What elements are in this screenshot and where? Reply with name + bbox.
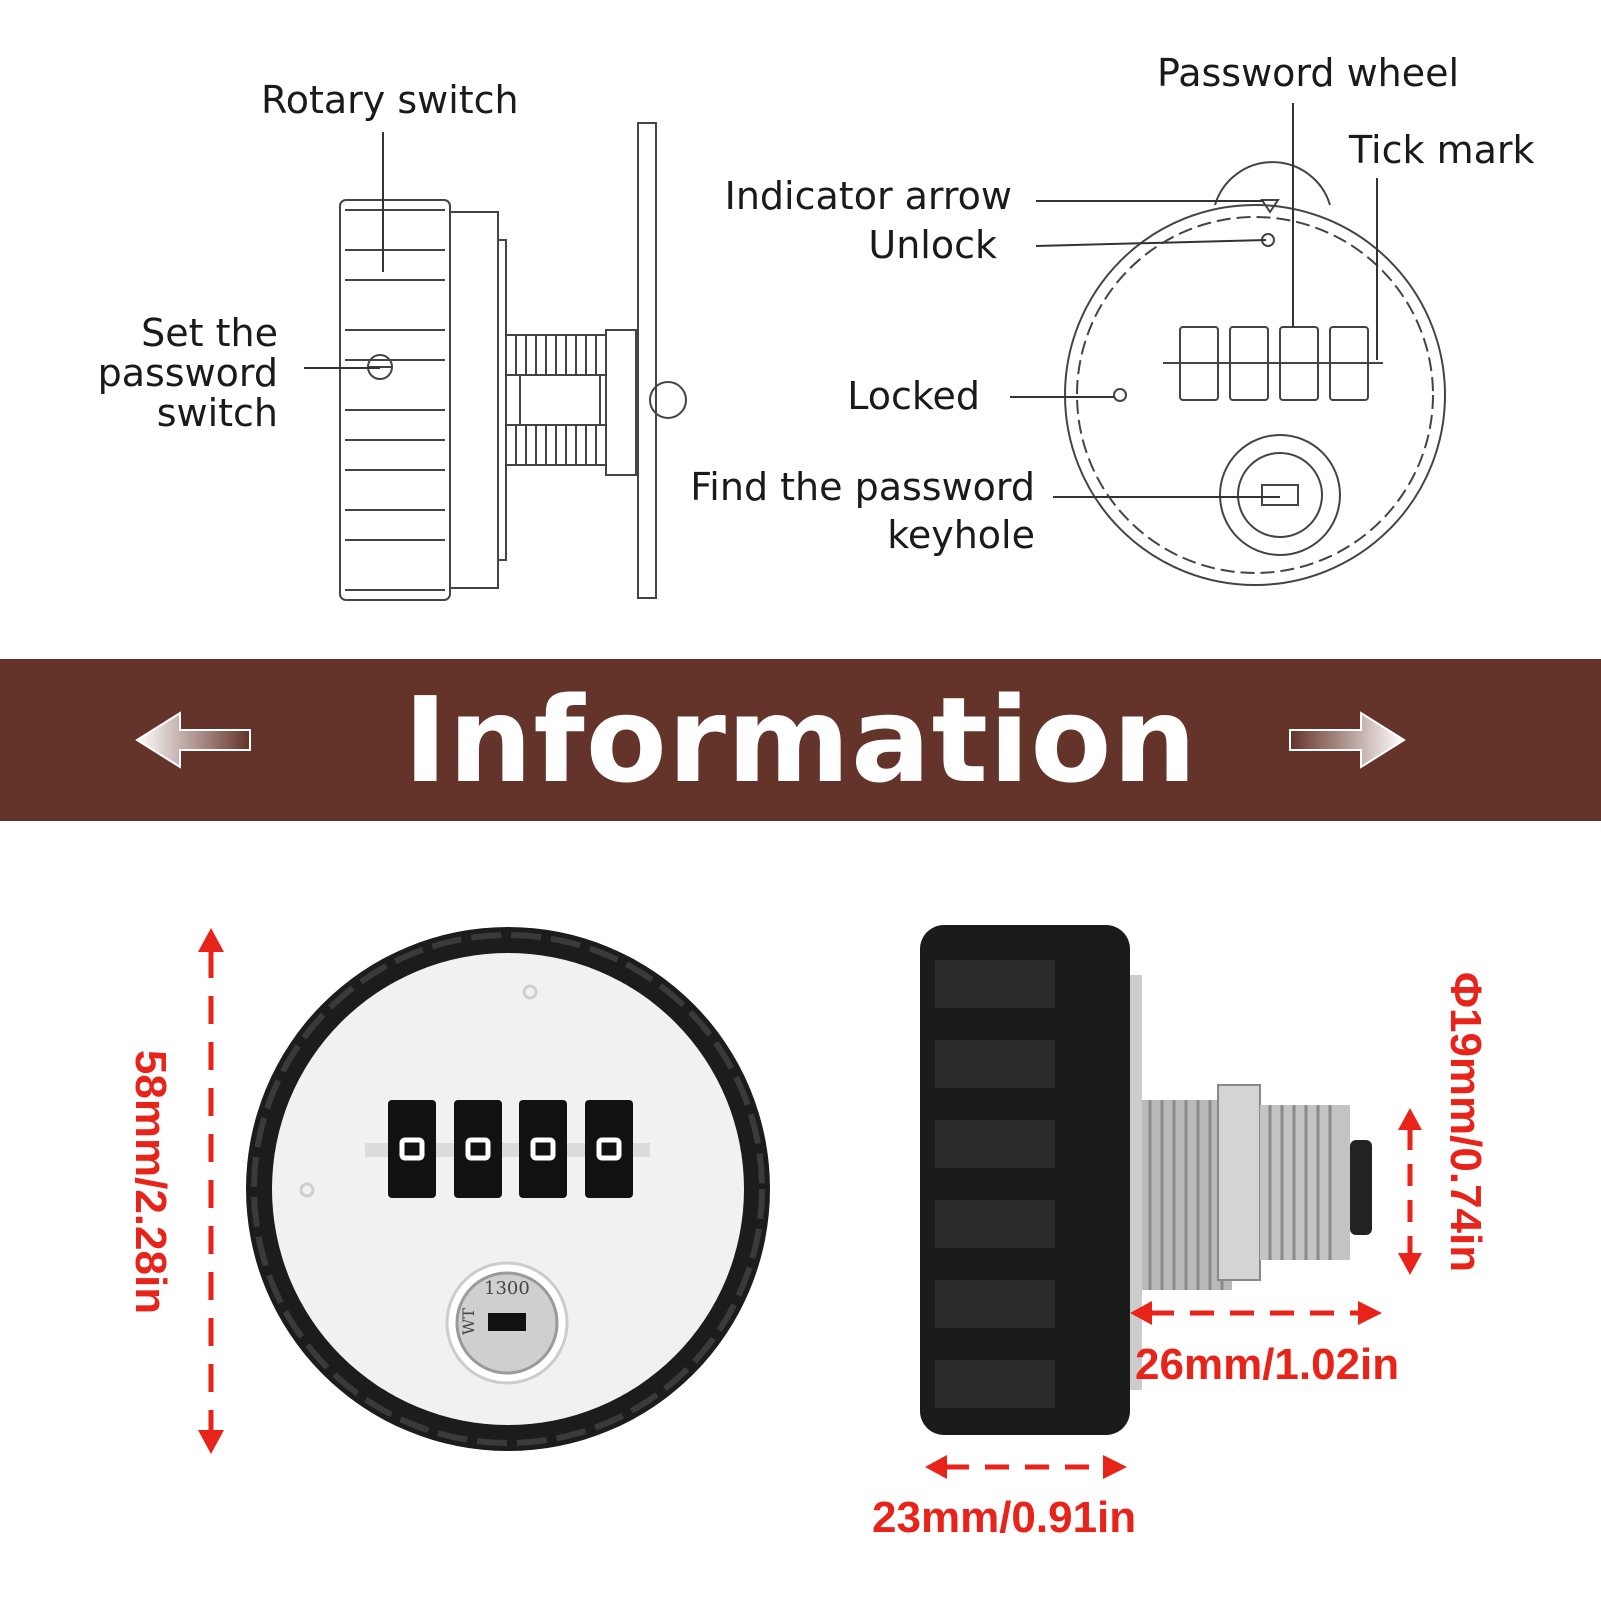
indicator-arrow-label: Indicator arrow <box>724 174 1012 218</box>
locked-label: Locked <box>847 374 980 418</box>
set-password-label-1: Set the <box>141 311 278 355</box>
arrow-left-icon <box>135 711 251 769</box>
password-wheel-label: Password wheel <box>1157 51 1460 95</box>
shaft-diameter-label: Φ19mm/0.74in <box>1441 971 1490 1273</box>
side-lock-photo <box>920 925 1372 1435</box>
rotary-switch-label: Rotary switch <box>261 78 519 122</box>
set-password-label-3: switch <box>156 391 278 435</box>
knob-depth-label: 23mm/0.91in <box>872 1493 1137 1542</box>
arrow-right-icon <box>1289 711 1406 769</box>
set-password-label-2: password <box>97 351 278 395</box>
dimension-arrows <box>198 928 1422 1479</box>
height-dimension-label: 58mm/2.28in <box>126 1049 175 1315</box>
key-brand-text: WT <box>459 1307 479 1336</box>
unlock-label: Unlock <box>868 223 997 267</box>
leader-lines <box>304 103 1378 498</box>
line-drawings <box>304 103 1446 601</box>
tick-mark-label: Tick mark <box>1349 128 1535 172</box>
key-number-text: 1300 <box>484 1278 530 1299</box>
shaft-length-label: 26mm/1.02in <box>1135 1340 1400 1389</box>
find-password-label-1: Find the password <box>690 465 1035 509</box>
front-lock-photo <box>246 927 770 1451</box>
find-password-label-2: keyhole <box>887 513 1035 557</box>
banner-title: Information <box>403 671 1198 809</box>
front-view-drawing <box>1064 161 1446 586</box>
